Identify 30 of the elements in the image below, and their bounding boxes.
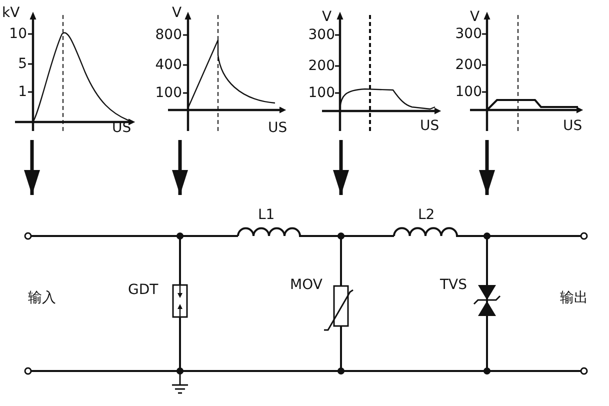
axis-label: US xyxy=(563,117,582,135)
component-label: TVS xyxy=(440,276,468,294)
axis-label: US xyxy=(268,119,288,137)
terminal-label: 输入 xyxy=(28,289,56,307)
arrow xyxy=(479,140,495,195)
inductor-label: L1 xyxy=(258,206,275,224)
component-label: MOV xyxy=(290,276,322,294)
tick-label: 800 xyxy=(155,26,182,44)
tick-label: 400 xyxy=(155,56,182,74)
tick-label: 300 xyxy=(455,25,482,43)
tick-label: 1 xyxy=(18,83,27,101)
axis-unit-label: V xyxy=(470,8,480,26)
tick-label: 100 xyxy=(155,84,182,102)
axis-unit-label: V xyxy=(172,4,182,22)
tick-label: 5 xyxy=(18,55,27,73)
terminal-label: 输出 xyxy=(560,289,588,307)
arrow xyxy=(172,140,188,195)
tick-label: 200 xyxy=(308,57,335,75)
tick-label: 100 xyxy=(308,84,335,102)
arrow xyxy=(24,140,40,195)
tick-label: 300 xyxy=(308,26,335,44)
inductor-label: L2 xyxy=(418,206,435,224)
arrow xyxy=(333,140,349,195)
axis-unit-label: V xyxy=(322,8,332,26)
axis-label: US xyxy=(420,117,440,135)
component-label: GDT xyxy=(128,281,158,299)
tick-label: 200 xyxy=(455,56,482,74)
tick-label: 10 xyxy=(9,25,27,43)
axis-unit-label: kV xyxy=(2,4,20,22)
tick-label: 100 xyxy=(455,83,482,101)
